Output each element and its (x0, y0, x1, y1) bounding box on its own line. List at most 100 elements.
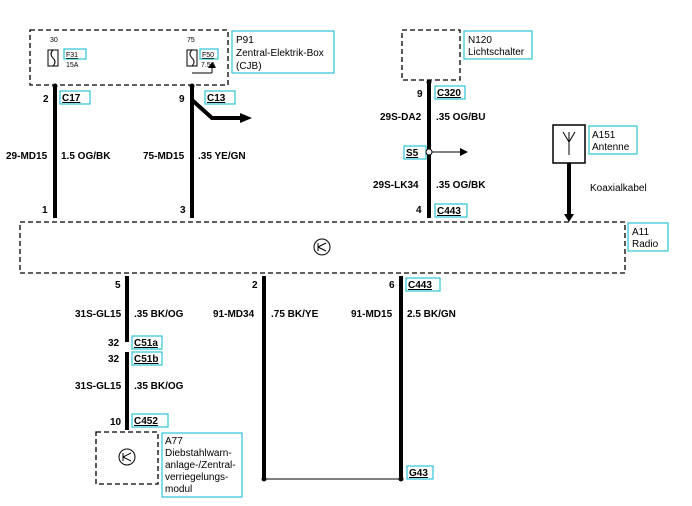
connector-c51b: C51b (134, 354, 158, 365)
connector-c51b-box (131, 351, 163, 366)
fuse-f50-label: F50 (202, 52, 214, 59)
connector-c443-bottom-box (405, 277, 441, 292)
p91-outline (29, 29, 229, 86)
splice-s5-point (425, 148, 433, 156)
wire-29-md15-terminal-top (52, 83, 58, 89)
a151-label-box (588, 125, 638, 155)
connector-c443-bottom: C443 (408, 280, 432, 291)
wire-31s-gl15-upper-circuit: 31S-GL15 (75, 309, 122, 320)
wire-91-md34-spec: .75 BK/YE (271, 309, 319, 320)
wire-29-md15-spec: 1.5 OG/BK (61, 151, 111, 162)
fuse-f31: 30 F31 15A (47, 37, 87, 69)
wire-31s-gl15-lower-spec: .35 BK/OG (134, 381, 184, 392)
connector-c13: C13 (207, 93, 226, 104)
connector-c320-box (434, 85, 466, 100)
wire-31s-gl15-upper-spec: .35 BK/OG (134, 309, 184, 320)
pin-radio-4: 4 (416, 205, 422, 216)
pin-c13: 9 (179, 94, 185, 105)
a77-name-line-1: Diebstahlwarn- (165, 448, 232, 459)
p91-id: P91 (236, 35, 254, 46)
wire-75-md15-spec: .35 YE/GN (198, 151, 246, 162)
a11-label-box (627, 222, 669, 252)
pin-c452: 10 (110, 417, 122, 428)
wire-31s-gl15-lower-circuit: 31S-GL15 (75, 381, 122, 392)
fuse-f50: 75 F50 7.5A (186, 37, 219, 74)
pin-radio-5: 5 (115, 280, 121, 291)
pin-c51b: 32 (108, 354, 120, 365)
wire-29-md15-circuit: 29-MD15 (6, 151, 48, 162)
radio-transistor-leads (317, 242, 327, 252)
connector-c17-box (59, 90, 91, 105)
fuse-f50-rating: 7.5A (201, 62, 216, 69)
a77-name-line-2: anlage-/Zentral- (165, 460, 236, 471)
fuse-f50-element (189, 49, 195, 67)
a77-module: A77 Diebstahlwarn- anlage-/Zentral- verr… (95, 431, 243, 498)
wire-91-md15-spec: 2.5 BK/GN (407, 309, 456, 320)
radio-transistor-icon (313, 238, 331, 256)
wire-75-md15-terminal-top (189, 83, 195, 89)
pin-radio-2: 2 (252, 280, 258, 291)
wire-91-md15-circuit: 91-MD15 (351, 309, 393, 320)
wire-29s-lk34-spec: .35 OG/BK (436, 180, 486, 191)
ground-g43-box (406, 465, 434, 480)
p91-label-box (231, 30, 335, 74)
pin-radio-1: 1 (42, 205, 48, 216)
coax-label: Koaxialkabel (590, 183, 647, 194)
wire-91-md15: 6 C443 91-MD15 2.5 BK/GN (351, 276, 456, 482)
wire-75-md15: 9 C13 75-MD15 .35 YE/GN 3 (143, 83, 252, 218)
a11-id: A11 (632, 227, 649, 238)
fuse-f50-output-arrow-icon (208, 62, 216, 68)
p91-name-sub: (CJB) (236, 61, 262, 72)
a77-label-box (161, 432, 243, 498)
wire-75-md15-branch-arrow-icon (240, 113, 252, 123)
a151-antenna: A151 Antenne Koaxialkabel (552, 124, 647, 222)
connector-c13-box (204, 90, 236, 105)
a77-transistor-leads (122, 452, 132, 462)
wire-91-md34: 2 91-MD34 .75 BK/YE (213, 276, 319, 482)
fuse-f50-circuit: 75 (187, 37, 195, 44)
connector-c17: C17 (62, 93, 81, 104)
a151-name: Antenne (592, 142, 630, 153)
coax-arrow-icon (564, 214, 574, 222)
pin-c320: 9 (417, 89, 423, 100)
wire-29s-da2-circuit: 29S-DA2 (380, 112, 422, 123)
pin-c17: 2 (43, 94, 49, 105)
n120-label-box (463, 30, 533, 60)
fuse-f31-element (50, 49, 56, 67)
wire-29s-da2: 9 C320 29S-DA2 .35 OG/BU (380, 79, 485, 218)
connector-c443-top-box (434, 203, 468, 218)
n120-name: Lichtschalter (468, 47, 525, 58)
wire-75-md15-circuit: 75-MD15 (143, 151, 185, 162)
wire-29s-da2-spec: .35 OG/BU (436, 112, 485, 123)
n120-id: N120 (468, 35, 492, 46)
a151-id: A151 (592, 130, 616, 141)
connector-c320: C320 (437, 88, 461, 99)
a77-id: A77 (165, 436, 183, 447)
fuse-f50-label-box (199, 48, 219, 60)
ground-g43: G43 (264, 465, 434, 480)
connector-c51a-box (131, 335, 163, 350)
connector-c452-box (131, 413, 169, 428)
wire-31s-gl15-lower: 32 C51b 31S-GL15 .35 BK/OG 10 C452 (75, 351, 184, 430)
wire-29-md15: 2 C17 29-MD15 1.5 OG/BK 1 (6, 83, 111, 218)
fuse-f31-rating: 15A (66, 62, 79, 69)
connector-c51a: C51a (134, 338, 158, 349)
pin-radio-6: 6 (389, 280, 395, 291)
a11-name: Radio (632, 239, 659, 250)
splice-s5: S5 (403, 145, 468, 160)
radio-outline (19, 221, 626, 274)
a77-name-line-4: modul (165, 484, 192, 495)
wire-29s-lk34: 29S-LK34 .35 OG/BK 4 C443 (373, 180, 486, 218)
fuse-f31-circuit: 30 (50, 37, 58, 44)
wire-29s-da2-terminal-top (426, 79, 432, 85)
fuse-f31-label: F31 (66, 52, 78, 59)
p91-name: Zentral-Elektrik-Box (236, 48, 324, 59)
pin-c51a: 32 (108, 338, 120, 349)
a77-transistor-icon (118, 448, 136, 466)
wire-91-md34-circuit: 91-MD34 (213, 309, 255, 320)
connector-c452: C452 (134, 416, 158, 427)
connector-c443-top: C443 (437, 206, 461, 217)
wire-31s-gl15-upper: 5 31S-GL15 .35 BK/OG 32 C51a (75, 276, 184, 350)
p91-junction-box: 30 F31 15A 75 F50 7.5A P91 Zentral-Elekt… (29, 29, 335, 86)
